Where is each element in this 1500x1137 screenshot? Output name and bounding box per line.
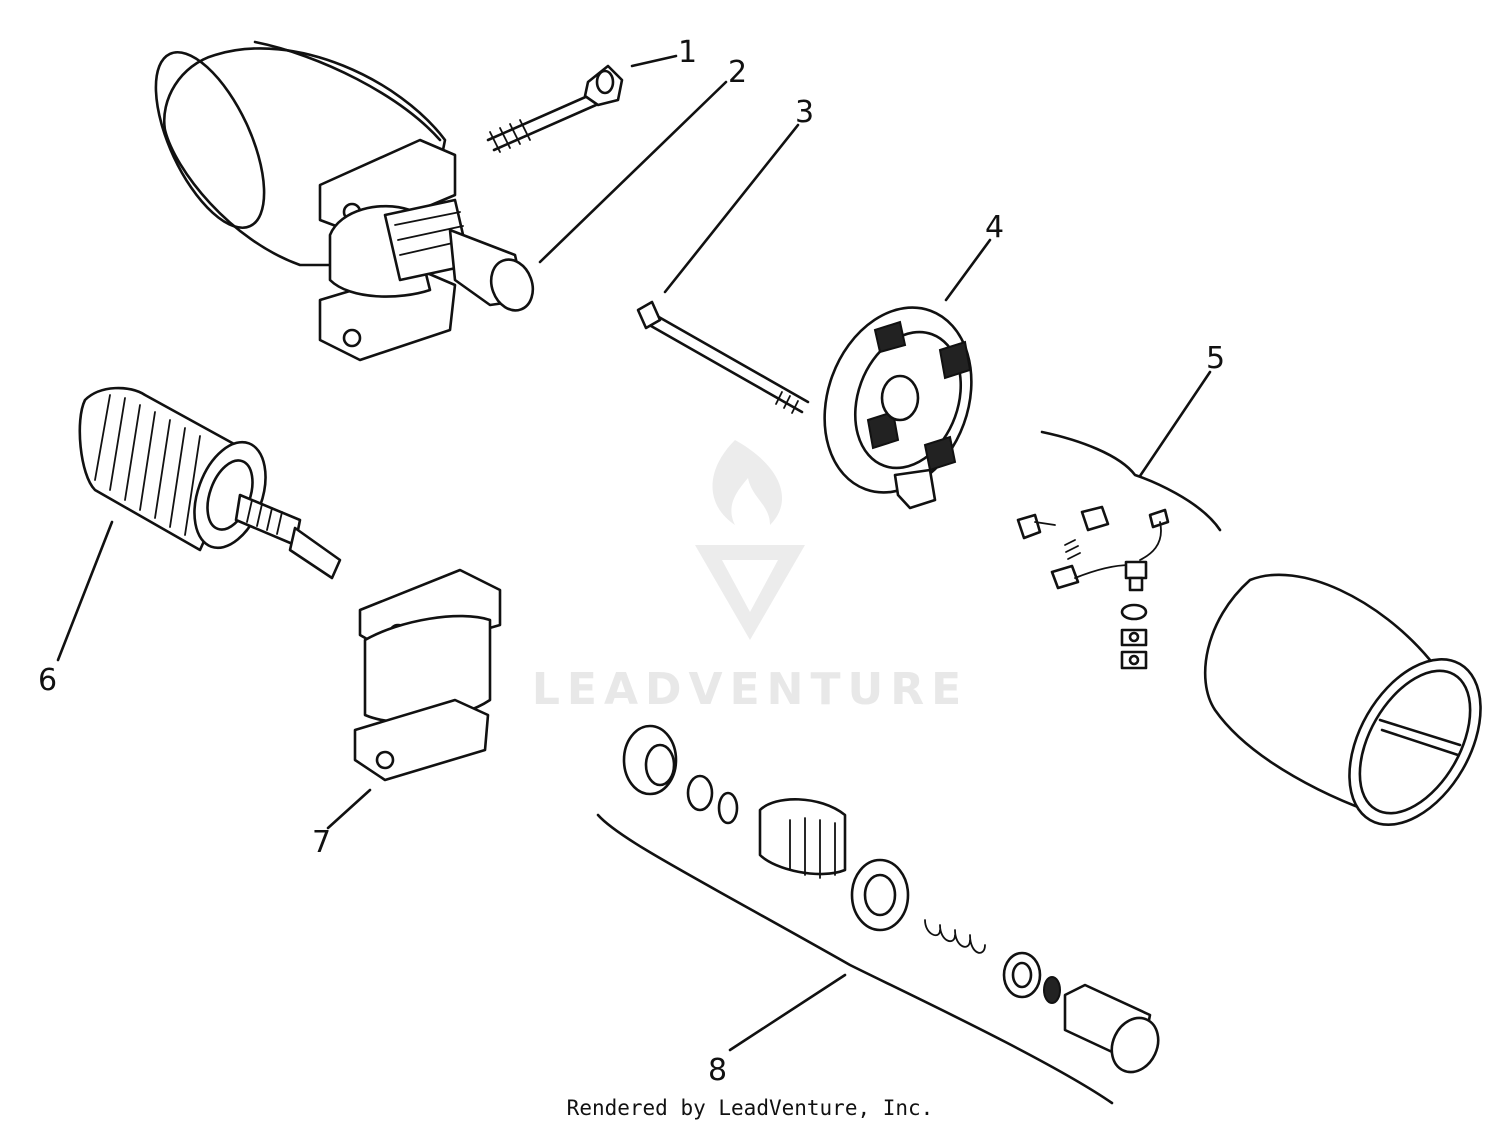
part-4-end-cap [823,306,973,510]
housing-cylinder [1203,573,1482,826]
leader-lines [56,54,1212,1052]
part-3-through-bolt [636,300,810,414]
part-8-drive-kit [596,724,1160,1105]
part-1-bolt [486,64,624,153]
part-6-armature [78,386,342,580]
watermark-flame-icon [712,440,783,525]
starter-motor-assembly [154,40,535,362]
callout-1: 1 [678,35,697,70]
part-5-brush-kit [1016,430,1222,670]
callout-7: 7 [312,825,331,860]
watermark: LEADVENTURE [532,440,968,715]
callout-4: 4 [985,210,1004,245]
callout-8: 8 [708,1053,727,1088]
watermark-text: LEADVENTURE [532,664,968,715]
callout-6: 6 [38,663,57,698]
watermark-v-icon [695,545,805,640]
callout-3: 3 [795,95,814,130]
callout-labels: 1 2 3 4 5 6 7 8 [38,35,1225,1088]
callout-5: 5 [1206,341,1225,376]
render-credit-caption: Rendered by LeadVenture, Inc. [566,1096,934,1120]
callout-2: 2 [728,55,747,90]
part-7-drive-end-bracket [353,568,502,782]
